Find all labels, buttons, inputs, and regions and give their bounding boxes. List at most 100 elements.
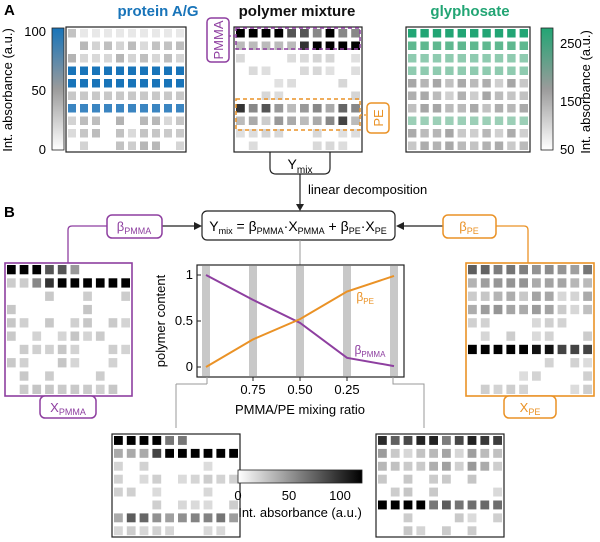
heatmap-cell [390, 461, 400, 471]
heatmap-cell [116, 116, 124, 125]
heatmap-cell [390, 500, 400, 510]
heatmap-cell [139, 513, 149, 523]
heatmap-cell [203, 487, 213, 497]
heatmap-cell [70, 265, 80, 275]
heatmap-cell [482, 116, 491, 125]
heatmap-cell [176, 91, 184, 100]
heatmap-cell [128, 29, 136, 38]
heatmap-cell [519, 265, 528, 275]
heatmap-cell [494, 116, 504, 125]
heatmap-cell [70, 384, 80, 394]
heatmap-cell [248, 116, 258, 125]
heatmap-cell [338, 79, 348, 88]
heatmap-cell [140, 29, 148, 38]
heatmap-cell [390, 448, 400, 458]
heatmap-cell [128, 141, 136, 150]
heatmap-cell [493, 436, 502, 445]
heatmap-cell [420, 66, 429, 75]
heatmap-cell [445, 129, 454, 138]
heatmap-cell [152, 91, 160, 100]
heatmap-cell [152, 436, 162, 445]
heatmap-cell [408, 91, 417, 100]
heatmap-cell [493, 344, 503, 355]
heatmap-cell [176, 29, 184, 38]
heatmap-cell [152, 141, 160, 150]
heatmap-cell [420, 129, 429, 138]
heatmap-cell [468, 304, 477, 315]
heatmap-cell [104, 54, 112, 63]
heatmap-cell [19, 278, 29, 288]
heatmap-cell [164, 41, 172, 50]
heatmap-cell [116, 129, 124, 138]
glyphosate-heatmap [405, 26, 531, 153]
heatmap-cell [494, 29, 504, 38]
heatmap-cell [140, 66, 148, 75]
x-pmma-heatmap [4, 262, 133, 397]
heatmap-cell [114, 474, 123, 484]
heatmap-cell [467, 448, 477, 458]
heatmap-cell [236, 41, 245, 50]
heatmap-cell [203, 474, 213, 484]
heatmap-cell [152, 29, 160, 38]
heatmap-cell [261, 41, 271, 50]
heatmap-cell [92, 116, 100, 125]
heatmap-cell [532, 304, 541, 315]
heatmap-cell [378, 448, 387, 458]
heatmap-cell [420, 116, 429, 125]
heatmap-cell [45, 371, 54, 381]
heatmap-cell [403, 436, 413, 445]
heatmap-cell [482, 54, 491, 63]
heatmap-cell [351, 104, 360, 113]
heatmap-cell [519, 116, 528, 125]
heatmap-cell [152, 129, 160, 138]
heatmap-cell [390, 487, 400, 497]
heatmap-cell [68, 116, 76, 125]
heatmap-cell [126, 513, 136, 523]
heatmap-cell [544, 318, 554, 328]
heatmap-cell [70, 278, 80, 288]
heatmap-cell [216, 513, 226, 523]
heatmap-cell [457, 91, 466, 100]
heatmap-cell [287, 116, 296, 125]
heatmap-cell [121, 278, 130, 288]
heatmap-cell [494, 141, 504, 150]
heatmap-cell [140, 116, 148, 125]
heatmap-cell [114, 461, 123, 471]
heatmap-cell [261, 116, 271, 125]
heatmap-cell [457, 104, 466, 113]
pmma-tag-box [206, 17, 230, 63]
heatmap-cell [532, 318, 541, 328]
heatmap-cell [139, 436, 149, 445]
heatmap-cell [519, 29, 528, 38]
heatmap-cell [68, 104, 76, 113]
heatmap-cell [116, 141, 124, 150]
heatmap-cell [57, 384, 67, 394]
heatmap-cell [494, 66, 504, 75]
heatmap-cell [114, 487, 123, 497]
left-axis-label: Int. absorbance (a.u.) [0, 28, 15, 152]
heatmap-cell [493, 304, 503, 315]
heatmap-cell [152, 79, 160, 88]
heatmap-cell [408, 141, 417, 150]
heatmap-cell [236, 104, 245, 113]
heatmap-cell [32, 344, 42, 355]
heatmap-cell [152, 500, 162, 510]
heatmap-cell [274, 29, 284, 38]
heatmap-cell [176, 41, 184, 50]
heatmap-cell [403, 448, 413, 458]
heatmap-cell [229, 513, 238, 523]
heatmap-cell [432, 79, 442, 88]
heatmap-cell [454, 436, 464, 445]
heatmap-cell [468, 265, 477, 275]
heatmap-cell [470, 29, 479, 38]
heatmap-cell [140, 104, 148, 113]
heatmap-cell [126, 436, 136, 445]
heatmap-cell [454, 448, 464, 458]
heatmap-cell [312, 116, 322, 125]
heatmap-cell [140, 91, 148, 100]
heatmap-cell [532, 278, 541, 288]
heatmap-cell [95, 371, 105, 381]
heatmap-cell [493, 448, 502, 458]
heatmap-cell [557, 344, 567, 355]
heatmap-cell [557, 291, 567, 301]
